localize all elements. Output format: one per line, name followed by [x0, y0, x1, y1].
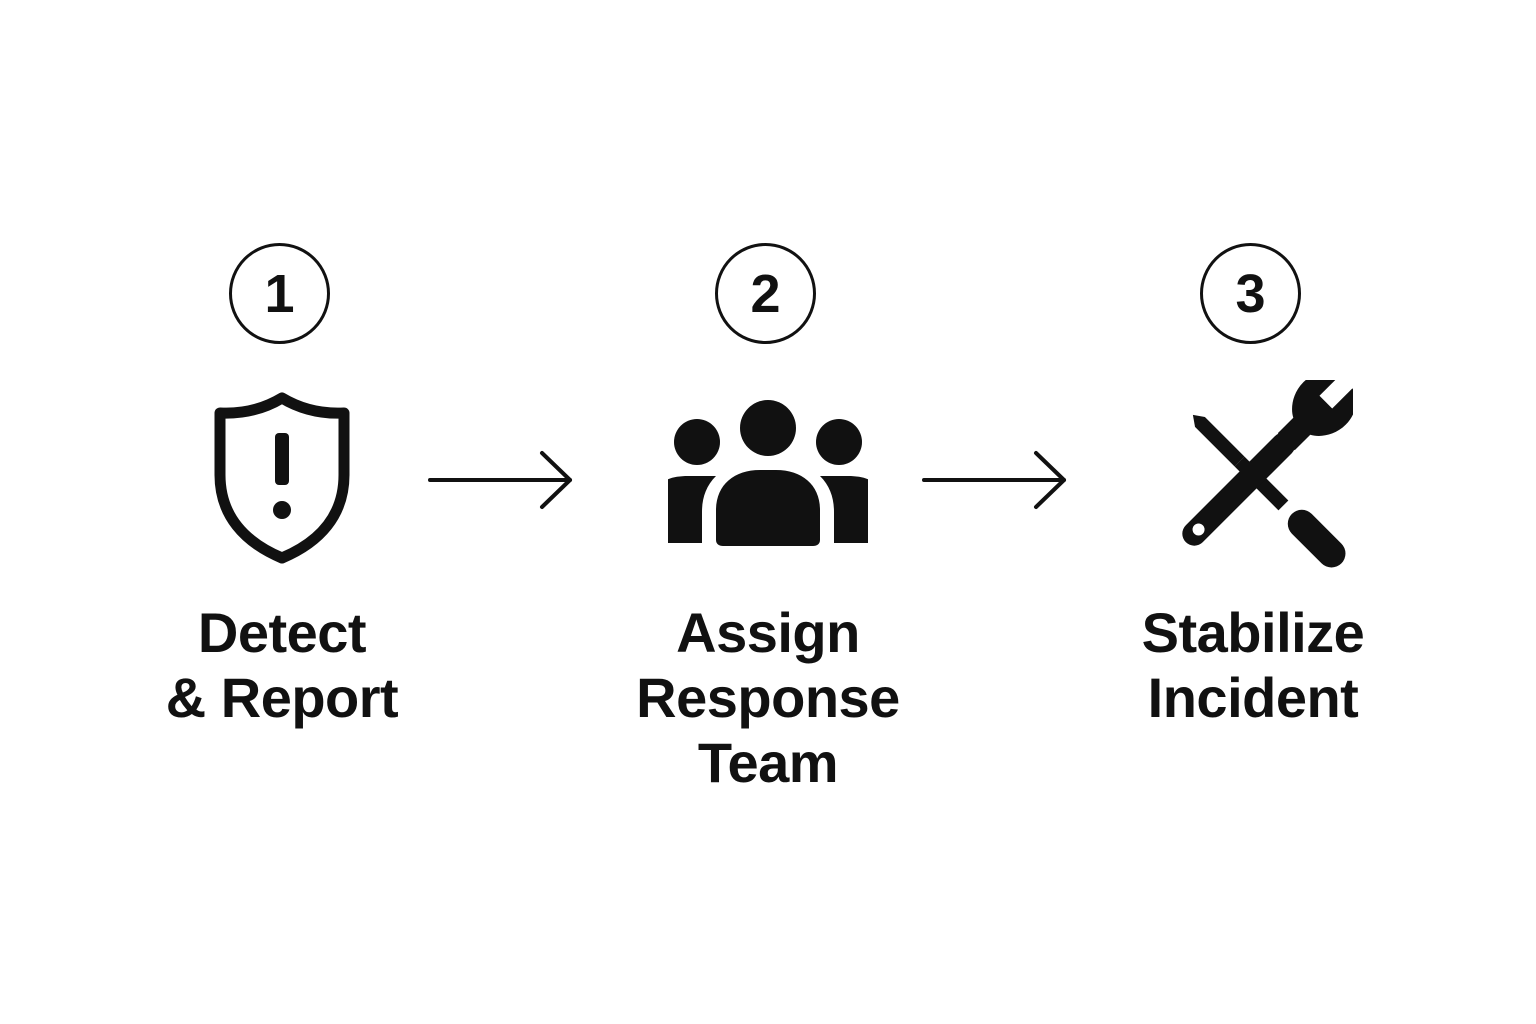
step-label: Detect & Report: [82, 600, 482, 730]
step-detect-report: 1 Detect & Report: [82, 0, 482, 1024]
step-label-line: Response: [636, 666, 900, 729]
wrench-screwdriver-icon: [1153, 380, 1353, 570]
arrow-right-icon: [922, 450, 1072, 510]
step-stabilize-incident: 3 Stabilize Incident: [1053, 0, 1453, 1024]
shield-alert-icon: [182, 380, 382, 570]
step-number: 3: [1235, 263, 1266, 324]
step-number-badge: 1: [229, 243, 330, 344]
step-assign-team: 2 Assign Response Team: [568, 0, 968, 1024]
step-number: 2: [750, 263, 781, 324]
step-label-line: Incident: [1147, 666, 1359, 729]
step-label-line: Detect: [197, 601, 367, 664]
step-number-badge: 3: [1200, 243, 1301, 344]
step-label-line: Assign: [676, 601, 860, 664]
step-label: Stabilize Incident: [1053, 600, 1453, 730]
team-icon: [668, 380, 868, 570]
step-label: Assign Response Team: [568, 600, 968, 795]
step-number-badge: 2: [715, 243, 816, 344]
step-label-line: Stabilize: [1141, 601, 1365, 664]
step-number: 1: [264, 263, 295, 324]
step-label-line: Team: [697, 731, 839, 794]
arrow-right-icon: [428, 450, 578, 510]
step-label-line: & Report: [165, 666, 399, 729]
